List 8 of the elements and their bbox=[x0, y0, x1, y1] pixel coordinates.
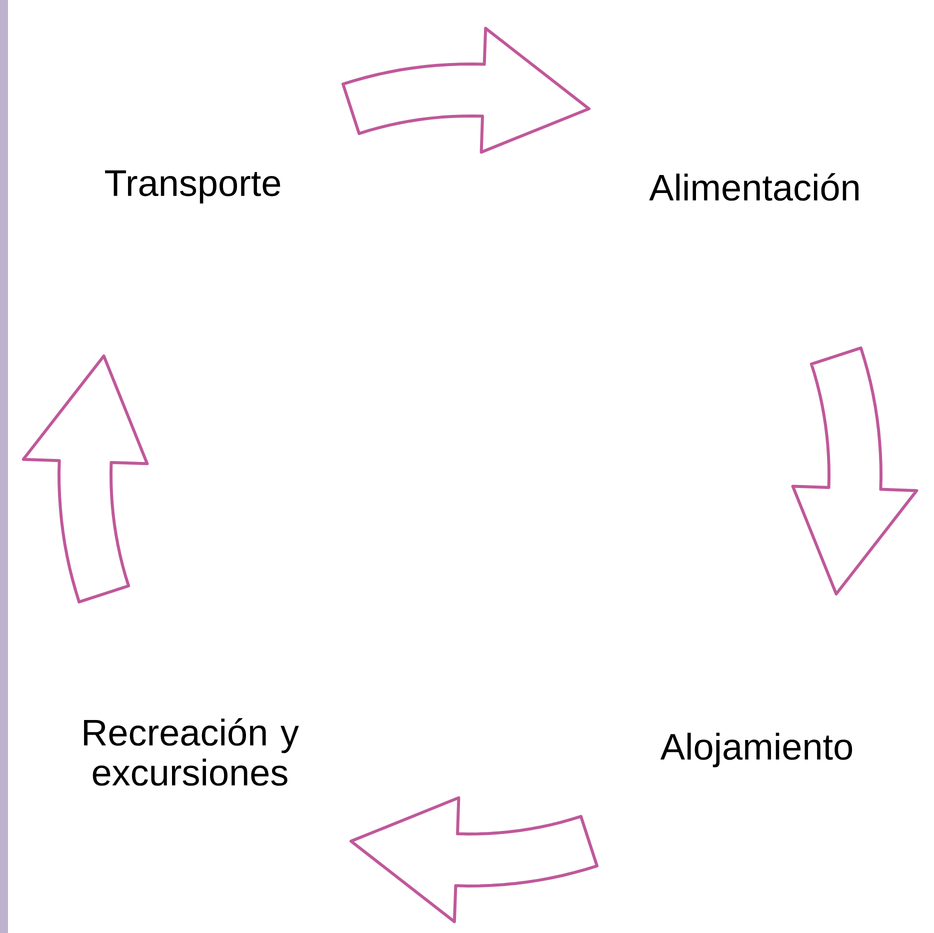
text-label: Transporte bbox=[105, 170, 280, 204]
block-arrow bbox=[22, 354, 149, 604]
block-arrow bbox=[350, 796, 598, 924]
block-arrow bbox=[342, 26, 590, 154]
block-arrow bbox=[791, 346, 918, 596]
text-label: Alimentación bbox=[649, 173, 858, 201]
text-label: Recreación y excursiones bbox=[84, 718, 299, 786]
text-label: Alojamiento bbox=[660, 732, 852, 768]
